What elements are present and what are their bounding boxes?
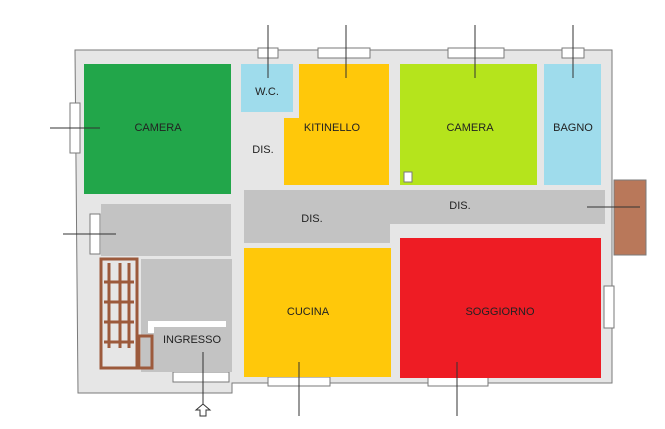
staircase bbox=[99, 257, 154, 370]
room-cucina bbox=[244, 248, 391, 377]
label-dis-small: DIS. bbox=[252, 144, 273, 156]
room-cottinello bbox=[299, 64, 389, 185]
balcony bbox=[613, 179, 647, 256]
label-camera-left: CAMERA bbox=[134, 122, 182, 134]
camera-right-door-mark bbox=[403, 171, 413, 183]
entrance-arrow-icon bbox=[194, 403, 212, 417]
room-wc bbox=[241, 64, 293, 112]
ingresso-inner-wall-v bbox=[148, 321, 154, 333]
label-cucina: CUCINA bbox=[287, 306, 330, 318]
room-dis-right bbox=[389, 190, 605, 224]
room-dis-left bbox=[101, 204, 231, 256]
label-bagno: BAGNO bbox=[553, 122, 593, 134]
cottinello-notch bbox=[284, 118, 300, 185]
reference-lines bbox=[50, 25, 640, 416]
ingresso-inner-wall bbox=[148, 321, 226, 327]
label-dis-right: DIS. bbox=[449, 200, 470, 212]
label-dis-center: DIS. bbox=[301, 213, 322, 225]
label-soggiorno: SOGGIORNO bbox=[465, 306, 535, 318]
room-bagno bbox=[544, 64, 601, 185]
room-ingresso bbox=[141, 259, 232, 372]
label-ingresso: INGRESSO bbox=[163, 334, 222, 346]
label-cottinello: KITINELLO bbox=[304, 122, 361, 134]
label-wc: W.C. bbox=[255, 86, 279, 98]
room-soggiorno bbox=[400, 238, 601, 378]
label-camera-right: CAMERA bbox=[446, 122, 494, 134]
room-dis-center bbox=[244, 190, 390, 243]
room-camera-right bbox=[400, 64, 537, 185]
room-camera-left bbox=[84, 64, 231, 194]
